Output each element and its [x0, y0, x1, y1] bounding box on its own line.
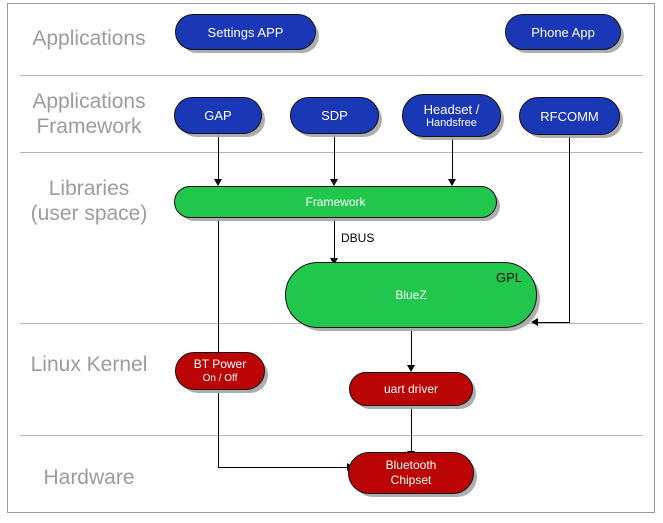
node-framework[interactable]: Framework — [174, 186, 497, 218]
edge-framework-to-chipset-hline — [218, 467, 348, 468]
edge-label-dbus: DBUS — [341, 231, 375, 245]
layer-label-hardware: Hardware — [43, 466, 135, 489]
node-uart-driver[interactable]: uart driver — [349, 372, 473, 406]
node-settings-app-label: Settings APP — [207, 24, 284, 40]
node-uart-driver-label: uart driver — [383, 381, 439, 396]
node-bluetooth-chipset-label-line2: Chipset — [390, 473, 432, 487]
node-headset-handsfree-label-line1: Headset / — [423, 101, 480, 117]
node-headset-handsfree-label-line2: Handsfree — [426, 116, 477, 129]
node-framework-label: Framework — [305, 194, 366, 209]
node-headset-handsfree[interactable]: Headset / Handsfree — [402, 94, 501, 137]
layer-label-applications: Applications — [32, 27, 146, 50]
edge-framework-to-bluez-arrow — [330, 258, 338, 265]
edge-bluez-to-uart-line — [411, 328, 412, 368]
edge-rfcomm-to-bluez-arrow — [531, 318, 538, 326]
edge-gap-to-framework-line — [218, 134, 219, 180]
edge-gap-to-framework-arrow — [214, 179, 222, 186]
edge-sdp-to-framework-line — [334, 134, 335, 180]
layer-label-linux-kernel: Linux Kernel — [30, 353, 148, 376]
node-bt-power-label-line1: BT Power — [193, 357, 247, 371]
node-sdp-label: SDP — [321, 108, 348, 123]
node-sdp[interactable]: SDP — [290, 97, 379, 134]
node-phone-app-label: Phone App — [531, 24, 595, 40]
edge-rfcomm-to-bluez-vline — [569, 135, 570, 322]
layer-label-applications-framework: Applications Framework — [32, 90, 146, 138]
edge-framework-to-bluez-line — [334, 217, 335, 261]
edge-headset-to-framework-arrow — [448, 179, 456, 186]
node-bluez-license-tag: GPL — [495, 270, 522, 285]
node-settings-app[interactable]: Settings APP — [175, 14, 316, 50]
edge-framework-to-chipset-vline — [218, 217, 219, 468]
node-phone-app[interactable]: Phone App — [505, 14, 621, 50]
edge-rfcomm-to-bluez-hline — [538, 322, 570, 323]
node-bluetooth-chipset-label-line1: Bluetooth — [385, 458, 437, 472]
edge-bluez-to-uart-arrow — [407, 365, 415, 372]
node-bluez[interactable]: GPL BlueZ — [285, 262, 537, 328]
layer-label-libraries: Libraries (user space) — [30, 177, 148, 225]
node-gap-label: GAP — [204, 108, 232, 123]
layer-divider-framework — [20, 152, 643, 153]
node-rfcomm-label: RFCOMM — [540, 108, 599, 124]
edge-headset-to-framework-line — [452, 137, 453, 180]
node-bluez-label: BlueZ — [395, 287, 427, 302]
edge-uart-to-chipset-line — [411, 406, 412, 454]
node-rfcomm[interactable]: RFCOMM — [519, 97, 620, 135]
layer-divider-kernel — [20, 435, 643, 436]
node-bluetooth-chipset[interactable]: Bluetooth Chipset — [348, 452, 474, 494]
node-gap[interactable]: GAP — [174, 97, 262, 134]
edge-sdp-to-framework-arrow — [330, 179, 338, 186]
node-bt-power-label-line2: On / Off — [202, 373, 238, 384]
node-bt-power[interactable]: BT Power On / Off — [175, 352, 265, 390]
layer-divider-applications — [20, 75, 643, 76]
